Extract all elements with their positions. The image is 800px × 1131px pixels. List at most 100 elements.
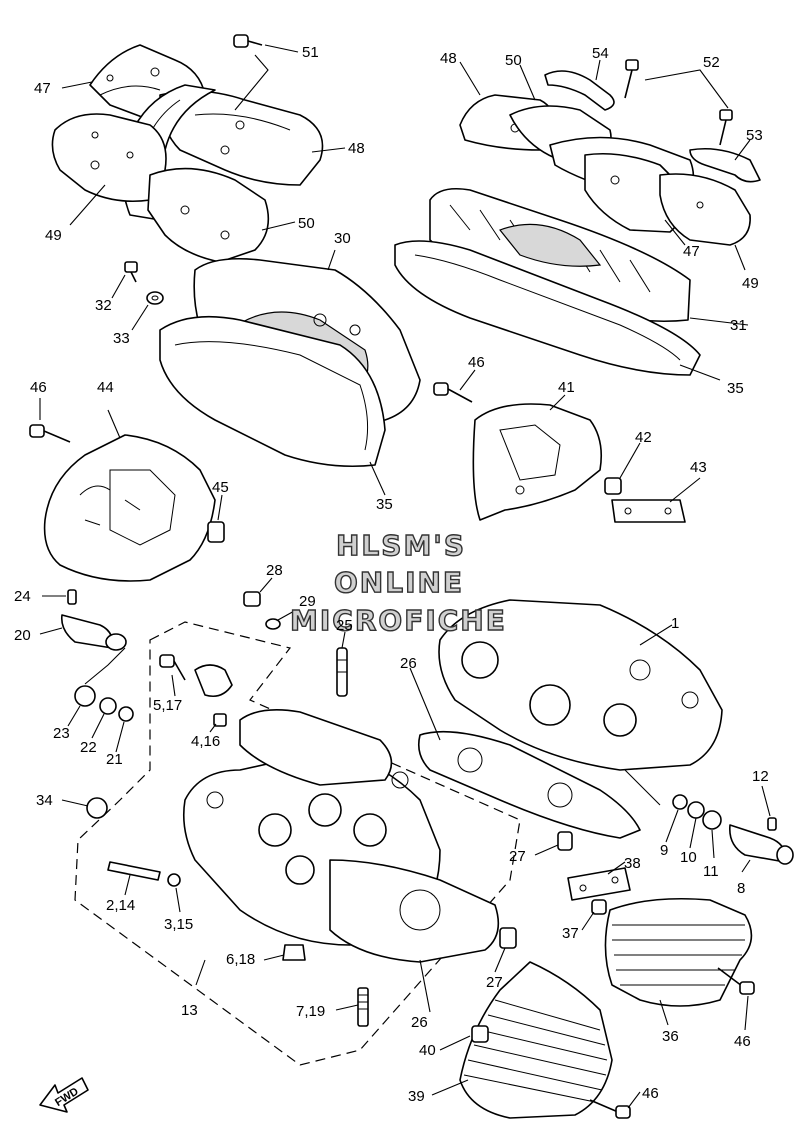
watermark-line-3: MICROFICHE (290, 604, 507, 637)
damper-37 (591, 899, 607, 915)
callout-34: 34 (36, 792, 53, 809)
side-cover-44 (43, 434, 216, 582)
cam-chain-tensioner-20 (60, 614, 127, 651)
head-gasket-left (329, 859, 500, 963)
callout-42: 42 (635, 429, 652, 446)
callout-10: 10 (680, 849, 697, 866)
callout-50: 50 (505, 52, 522, 69)
stud-7-19 (357, 987, 369, 1027)
exhaust-cover-50-left (147, 167, 270, 263)
bolt-46-b (433, 382, 473, 403)
bracket-53 (689, 147, 761, 183)
callout-33: 33 (113, 330, 130, 347)
watermark-line-2: ONLINE (334, 566, 464, 599)
callout-53: 53 (746, 127, 763, 144)
head-cover-gasket-35-right (394, 240, 701, 376)
callout-49: 49 (742, 275, 759, 292)
fwd-arrow-icon: FWD (39, 1077, 89, 1113)
clip-3-15 (167, 873, 181, 887)
callout-32: 32 (95, 297, 112, 314)
damper-45 (207, 521, 225, 543)
callout-27: 27 (486, 974, 503, 991)
callout-36: 36 (662, 1028, 679, 1045)
callout-46: 46 (642, 1085, 659, 1102)
side-cover-41 (472, 403, 603, 521)
callout-35: 35 (376, 496, 393, 513)
callout-50: 50 (298, 215, 315, 232)
callout-38: 38 (624, 855, 641, 872)
o-ring-21 (118, 706, 134, 722)
callout-1: 1 (671, 615, 679, 632)
callout-24: 24 (14, 588, 31, 605)
plate-43 (611, 499, 686, 523)
damper-40 (471, 1025, 489, 1043)
callout-46: 46 (468, 354, 485, 371)
watermark: HLSM'S ONLINE MICROFICHE (289, 528, 507, 637)
callout-44: 44 (97, 379, 114, 396)
callout-29: 29 (299, 593, 316, 610)
dowel-27-a (557, 831, 573, 851)
callout-31: 31 (730, 317, 747, 334)
cylinder-head-cover-31 (429, 187, 691, 323)
watermark-line-1: HLSM'S (336, 529, 466, 562)
exhaust-cover-48-left (159, 90, 324, 186)
cam-holder-left (239, 709, 393, 786)
o-ring-10 (687, 801, 705, 819)
head-gasket-right (417, 730, 641, 839)
callout-35: 35 (727, 380, 744, 397)
callout-40: 40 (419, 1042, 436, 1059)
exhaust-cover-49-right (659, 173, 751, 246)
bolt-5-17 (159, 654, 186, 681)
callout-49: 49 (45, 227, 62, 244)
head-cover-gasket-35-left (159, 315, 386, 468)
cylinder-head-right (438, 599, 723, 771)
callout-47: 47 (34, 80, 51, 97)
cylinder-36 (604, 897, 753, 1007)
callout-9: 9 (660, 842, 668, 859)
callout-26: 26 (411, 1014, 428, 1031)
callout-5-17: 5,17 (153, 697, 182, 714)
o-ring-11 (702, 810, 722, 830)
dowel-4-16 (213, 713, 227, 727)
callout-48: 48 (440, 50, 457, 67)
callout-30: 30 (334, 230, 351, 247)
washer-29 (265, 618, 281, 630)
cam-chain-tensioner-8 (728, 824, 794, 865)
callout-47: 47 (683, 243, 700, 260)
callout-51: 51 (302, 44, 319, 61)
plug-6-18 (282, 944, 306, 961)
bolt-51 (233, 34, 263, 48)
bolt-46-d (589, 1099, 631, 1119)
callout-labels: 47 51 48 49 50 48 50 54 52 53 47 49 31 3… (14, 44, 769, 1105)
callout-22: 22 (80, 739, 97, 756)
callout-11: 11 (703, 863, 719, 880)
callout-41: 41 (558, 379, 575, 396)
callout-8: 8 (737, 880, 745, 897)
o-ring-22 (99, 697, 117, 715)
callout-45: 45 (212, 479, 229, 496)
callout-37: 37 (562, 925, 579, 942)
callout-12: 12 (752, 768, 769, 785)
callout-7-19: 7,19 (296, 1003, 325, 1020)
callout-25: 25 (336, 617, 353, 634)
plug-28 (243, 591, 261, 607)
callout-54: 54 (592, 45, 609, 62)
callout-39: 39 (408, 1088, 425, 1105)
callout-20: 20 (14, 627, 31, 644)
callout-23: 23 (53, 725, 70, 742)
callout-52: 52 (703, 54, 720, 71)
bolt-46-a (29, 424, 71, 443)
callout-3-15: 3,15 (164, 916, 193, 933)
dowel-27-b (499, 927, 517, 949)
callout-4-16: 4,16 (191, 733, 220, 750)
callout-27: 27 (509, 848, 526, 865)
callout-48: 48 (348, 140, 365, 157)
bolt-52-a (624, 59, 639, 99)
plate-38 (567, 867, 631, 901)
damper-42 (604, 477, 622, 495)
washer-33 (146, 291, 164, 305)
callout-28: 28 (266, 562, 283, 579)
callout-21: 21 (106, 751, 123, 768)
pin-24 (67, 589, 77, 605)
